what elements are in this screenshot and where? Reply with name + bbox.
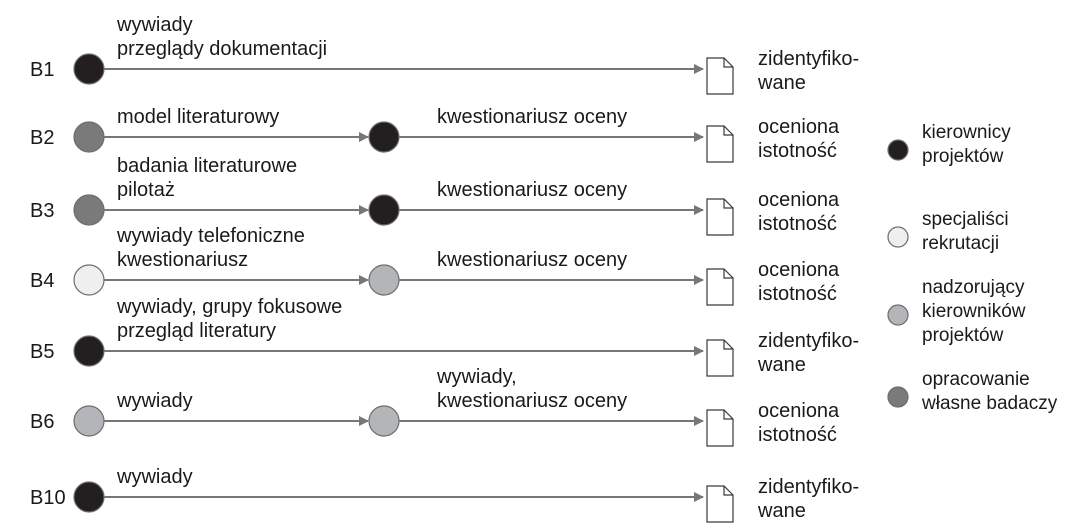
method-label: przegląd literatury — [117, 320, 276, 342]
legend-item-opracowanie: opracowanie własne badaczy — [887, 369, 1058, 414]
document-icon — [706, 339, 734, 377]
legend-swatch — [887, 139, 909, 161]
row-label: B4 — [30, 270, 54, 292]
legend-item-nadzorujacy: nadzorujący kierowników projektów — [887, 277, 1026, 346]
outcome-label: oceniona — [758, 116, 840, 138]
legend-item-kierownicy: kierownicy projektów — [887, 122, 1011, 167]
participant-node — [368, 405, 400, 437]
document-icon — [706, 409, 734, 447]
method-label: kwestionariusz oceny — [437, 106, 627, 128]
outcome-label: wane — [757, 500, 806, 522]
document-icon — [706, 57, 734, 95]
method-label: model literaturowy — [117, 106, 279, 128]
outcome-label: istotność — [758, 424, 837, 446]
legend-label: projektów — [922, 146, 1004, 167]
legend-swatch — [887, 304, 909, 326]
outcome-label: oceniona — [758, 400, 840, 422]
outcome-label: istotność — [758, 140, 837, 162]
legend-item-specjalisci: specjaliści rekrutacji — [887, 209, 1009, 254]
method-label: wywiady — [116, 466, 193, 488]
outcome-label: istotność — [758, 283, 837, 305]
method-label: kwestionariusz — [117, 249, 248, 271]
outcome-label: istotność — [758, 213, 837, 235]
legend: kierownicy projektów specjaliści rekrutacji… — [887, 122, 1058, 414]
row-label: B6 — [30, 411, 54, 433]
method-label: wywiady telefoniczne — [116, 225, 305, 247]
row-label: B2 — [30, 127, 54, 149]
legend-label: kierowników — [922, 301, 1026, 322]
method-label: wywiady, — [436, 366, 517, 388]
participant-node — [73, 481, 105, 513]
outcome-label: wane — [757, 72, 806, 94]
row-label: B3 — [30, 200, 54, 222]
method-label: kwestionariusz oceny — [437, 249, 627, 271]
legend-swatch — [887, 386, 909, 408]
legend-label: nadzorujący — [922, 277, 1025, 298]
method-label: kwestionariusz oceny — [437, 390, 627, 412]
legend-label: projektów — [922, 325, 1004, 346]
study-row-b6: B6 wywiady wywiady,kwestionariusz oceny oce… — [30, 366, 840, 447]
method-label: wywiady — [116, 390, 193, 412]
study-row-b10: B10 wywiady zidentyfiko-wane — [30, 466, 859, 523]
document-icon — [706, 268, 734, 306]
document-icon — [706, 485, 734, 523]
document-icon — [706, 125, 734, 163]
method-label: przeglądy dokumentacji — [117, 38, 327, 60]
method-label: pilotaż — [117, 179, 175, 201]
participant-node — [73, 405, 105, 437]
legend-label: specjaliści — [922, 209, 1009, 230]
outcome-label: oceniona — [758, 259, 840, 281]
row-label: B1 — [30, 59, 54, 81]
method-label: wywiady, grupy fokusowe — [116, 296, 342, 318]
participant-node — [73, 335, 105, 367]
legend-label: kierownicy — [922, 122, 1011, 143]
method-label: wywiady — [116, 14, 193, 36]
legend-label: rekrutacji — [922, 233, 999, 254]
outcome-label: zidentyfiko- — [758, 330, 859, 352]
row-label: B5 — [30, 341, 54, 363]
participant-node — [73, 194, 105, 226]
participant-node — [73, 121, 105, 153]
participant-node — [368, 194, 400, 226]
legend-swatch — [887, 226, 909, 248]
legend-label: opracowanie — [922, 369, 1030, 390]
participant-node — [368, 121, 400, 153]
method-label: badania literaturowe — [117, 155, 297, 177]
method-label: kwestionariusz oceny — [437, 179, 627, 201]
row-label: B10 — [30, 487, 66, 509]
outcome-label: wane — [757, 354, 806, 376]
outcome-label: oceniona — [758, 189, 840, 211]
participant-node — [73, 264, 105, 296]
participant-node — [368, 264, 400, 296]
outcome-label: zidentyfiko- — [758, 48, 859, 70]
document-icon — [706, 198, 734, 236]
participant-node — [73, 53, 105, 85]
outcome-label: zidentyfiko- — [758, 476, 859, 498]
legend-label: własne badaczy — [921, 393, 1058, 414]
study-row-b2: B2 model literaturowy kwestionariusz oceny… — [30, 106, 840, 163]
